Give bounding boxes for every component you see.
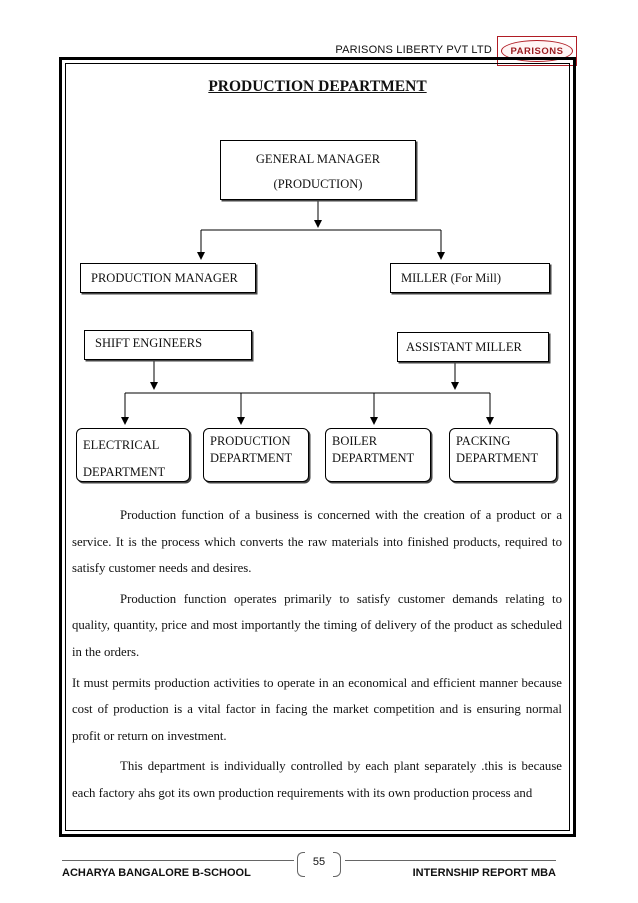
page-border-outer [59, 57, 576, 837]
org-box-label: DEPARTMENT [332, 451, 415, 465]
company-logo: PARISONS [497, 36, 577, 66]
paragraph: Production function of a business is con… [72, 508, 562, 576]
org-box-label: DEPARTMENT [210, 451, 293, 465]
paragraph: Production function operates primarily t… [72, 591, 562, 659]
org-box-packing-department: PACKING DEPARTMENT [449, 428, 557, 482]
org-box-label: GENERAL MANAGER [255, 152, 381, 166]
org-box-assistant-miller: ASSISTANT MILLER [397, 332, 549, 362]
org-box-label: DEPARTMENT [83, 465, 166, 479]
org-box-electrical-department: ELECTRICAL DEPARTMENT [76, 428, 190, 482]
org-box-label: PRODUCTION [210, 434, 291, 448]
logo-text: PARISONS [510, 45, 564, 57]
org-box-shift-engineers: SHIFT ENGINEERS [84, 330, 252, 360]
org-box-production-department: PRODUCTION DEPARTMENT [203, 428, 309, 482]
org-box-production-manager: PRODUCTION MANAGER [80, 263, 256, 293]
page-number-bracket-left [297, 852, 305, 877]
footer-rule-right [345, 860, 556, 861]
footer-report-name: INTERNSHIP REPORT MBA [412, 867, 556, 879]
page-number: 55 [312, 856, 326, 868]
page-border-inner [65, 63, 570, 831]
org-box-label: DEPARTMENT [456, 451, 539, 465]
logo-emblem: PARISONS [501, 40, 573, 62]
paragraph: It must permits production activities to… [72, 675, 562, 743]
paragraph: This department is individually controll… [72, 759, 562, 800]
org-box-boiler-department: BOILER DEPARTMENT [325, 428, 431, 482]
org-box-label: BOILER [332, 434, 378, 448]
footer-rule-left [62, 860, 294, 861]
org-box-label: (PRODUCTION) [273, 177, 363, 191]
page-number-bracket-right [333, 852, 341, 877]
org-box-label: ELECTRICAL [83, 438, 160, 452]
org-box-general-manager: GENERAL MANAGER (PRODUCTION) [220, 140, 416, 200]
header-company-name: PARISONS LIBERTY PVT LTD [335, 44, 492, 56]
page-title: PRODUCTION DEPARTMENT [208, 78, 427, 95]
body-text: Production function of a business is con… [72, 502, 562, 807]
org-box-label: PACKING [456, 434, 511, 448]
org-box-miller: MILLER (For Mill) [390, 263, 550, 293]
footer-school-name: ACHARYA BANGALORE B-SCHOOL [62, 867, 251, 879]
